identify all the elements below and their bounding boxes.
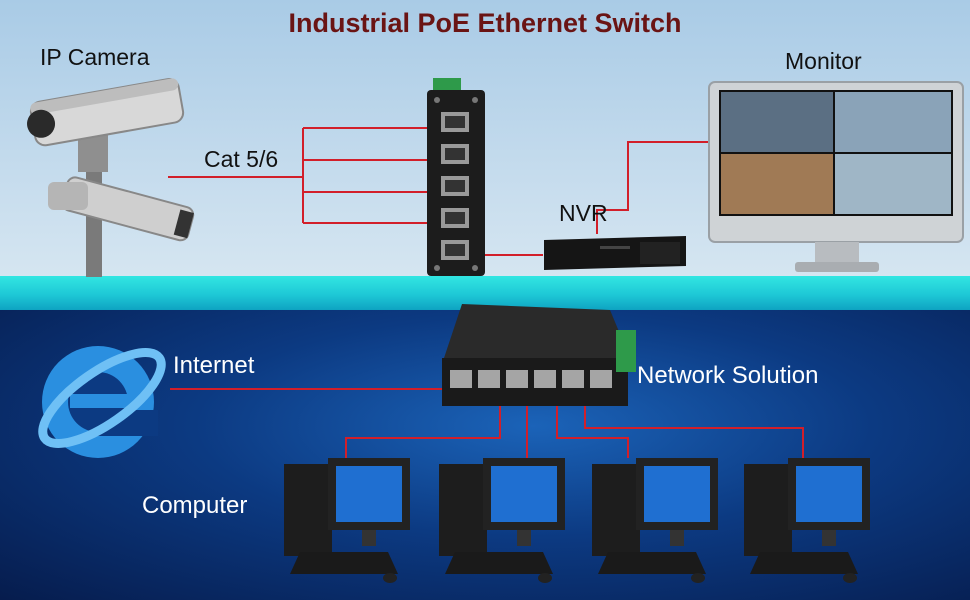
internet-explorer-icon bbox=[38, 346, 166, 458]
ip-camera-label: IP Camera bbox=[40, 44, 150, 70]
desktop-computer-icon bbox=[744, 458, 870, 583]
desktop-computer-icon bbox=[284, 458, 410, 583]
desktop-computer-icon bbox=[439, 458, 565, 583]
computer-label: Computer bbox=[142, 492, 248, 519]
internet-label: Internet bbox=[173, 352, 255, 379]
network-solution-label: Network Solution bbox=[637, 362, 819, 389]
desktop-computer-icon bbox=[592, 458, 718, 583]
page-title: Industrial PoE Ethernet Switch bbox=[288, 8, 682, 38]
monitor-label: Monitor bbox=[785, 48, 862, 74]
monitor-icon bbox=[708, 81, 964, 272]
din-rail-switch-icon bbox=[427, 78, 485, 276]
divider-band bbox=[0, 276, 970, 310]
cable-label: Cat 5/6 bbox=[204, 146, 279, 172]
ip-camera-icon bbox=[27, 78, 195, 277]
nvr-icon bbox=[544, 236, 686, 270]
desktop-switch-icon bbox=[442, 304, 636, 406]
nvr-label: NVR bbox=[559, 200, 608, 226]
